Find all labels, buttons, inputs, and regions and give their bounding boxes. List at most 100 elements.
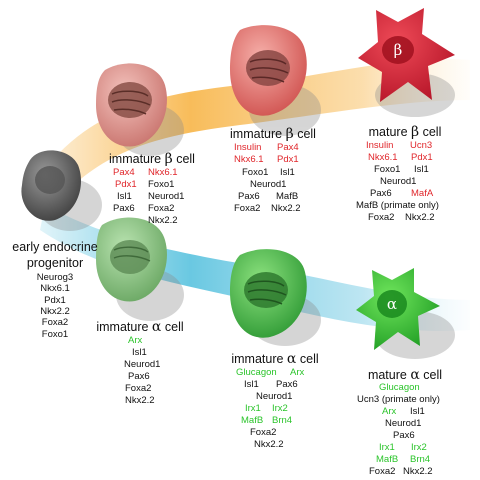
gene-label-foxo1: Foxo1 xyxy=(242,167,269,178)
gene-label-mafb: MafB xyxy=(276,191,299,202)
gene-label-nkx6-1: Nkx6.1 xyxy=(234,154,264,165)
gene-label-irx2: Irx2 xyxy=(272,403,288,414)
immature-beta-cell-1 xyxy=(96,63,167,147)
gene-label-pax6: Pax6 xyxy=(128,371,150,382)
gene-label-foxa2: Foxa2 xyxy=(250,427,277,438)
gene-label-neurod1: Neurod1 xyxy=(124,359,161,370)
gene-label-nkx2-2: Nkx2.2 xyxy=(405,212,435,223)
beta-greek: β xyxy=(164,151,173,167)
gene-label-insulin: Insulin xyxy=(234,142,262,153)
gene-label-nkx2-2: Nkx2.2 xyxy=(271,203,301,214)
title-suffix: cell xyxy=(297,127,316,141)
progenitor-title-line1: early endocrine xyxy=(12,240,98,254)
progenitor-gene: Pdx1 xyxy=(44,294,66,306)
title-word: mature xyxy=(368,125,408,139)
title-word: immature xyxy=(109,152,162,166)
mature-beta-title: mature β cell xyxy=(355,125,455,139)
title-suffix: cell xyxy=(423,368,443,382)
gene-label-arx: Arx xyxy=(382,406,397,417)
gene-label-irx1: Irx1 xyxy=(245,403,261,414)
gene-label-mafa: MafA xyxy=(411,188,434,199)
alpha-greek: α xyxy=(410,367,420,383)
immature-beta-2-title: immature β cell xyxy=(218,127,328,141)
gene-label-foxa2: Foxa2 xyxy=(148,203,175,214)
gene-label-foxa2: Foxa2 xyxy=(234,203,261,214)
mature-beta-cell xyxy=(358,8,455,102)
gene-label-ucn3: Ucn3 xyxy=(410,140,433,151)
title-suffix: cell xyxy=(422,125,442,139)
gene-label-foxo1: Foxo1 xyxy=(148,179,175,190)
beta-greek: β xyxy=(285,126,294,142)
gene-label-nkx2-2: Nkx2.2 xyxy=(148,215,178,226)
gene-label-brn4: Brn4 xyxy=(410,454,431,465)
beta-greek: β xyxy=(411,124,420,140)
progenitor-gene: Nkx6.1 xyxy=(40,283,70,295)
gene-label-brn4: Brn4 xyxy=(272,415,293,426)
title-word: immature xyxy=(231,352,284,366)
progenitor-gene: Nkx2.2 xyxy=(40,305,70,317)
gene-label-foxa2: Foxa2 xyxy=(125,383,152,394)
gene-label-neurod1: Neurod1 xyxy=(385,418,422,429)
gene-label-arx: Arx xyxy=(290,367,305,378)
gene-label-mafb: MafB xyxy=(376,454,399,465)
mature-beta-symbol: β xyxy=(393,41,403,59)
gene-label-isl1: Isl1 xyxy=(117,191,132,202)
title-suffix: cell xyxy=(164,320,184,334)
gene-label-arx: Arx xyxy=(128,335,143,346)
gene-label-pax4: Pax4 xyxy=(113,167,135,178)
gene-label-nkx2-2: Nkx2.2 xyxy=(403,466,433,477)
gene-label-ucn3-primate-only-: Ucn3 (primate only) xyxy=(357,394,440,405)
gene-label-pax6: Pax6 xyxy=(370,188,392,199)
gene-label-irx2: Irx2 xyxy=(411,442,427,453)
gene-label-glucagon: Glucagon xyxy=(379,382,420,393)
gene-label-pax6: Pax6 xyxy=(393,430,415,441)
title-suffix: cell xyxy=(176,152,195,166)
progenitor-gene: Foxa2 xyxy=(41,317,69,329)
progenitor-gene: Foxo1 xyxy=(41,328,69,340)
progenitor-cell xyxy=(21,150,82,221)
alpha-greek: α xyxy=(286,351,297,367)
title-word: immature xyxy=(96,320,149,334)
gene-label-foxa2: Foxa2 xyxy=(368,212,395,223)
gene-label-isl1: Isl1 xyxy=(414,164,429,175)
gene-label-insulin: Insulin xyxy=(366,140,394,151)
gene-label-nkx6-1: Nkx6.1 xyxy=(148,167,178,178)
gene-label-foxa2: Foxa2 xyxy=(369,466,396,477)
gene-label-neurod1: Neurod1 xyxy=(250,179,287,190)
gene-label-isl1: Isl1 xyxy=(280,167,295,178)
beta-stream xyxy=(40,59,470,205)
gene-label-glucagon: Glucagon xyxy=(236,367,277,378)
immature-alpha-1-title: immature α cell xyxy=(85,320,195,334)
gene-label-isl1: Isl1 xyxy=(410,406,425,417)
gene-label-pdx1: Pdx1 xyxy=(277,154,299,165)
gene-label-mafb-primate-only-: MafB (primate only) xyxy=(356,200,439,211)
gene-label-mafb: MafB xyxy=(241,415,264,426)
gene-label-isl1: Isl1 xyxy=(244,379,259,390)
immature-alpha-2-title: immature α cell xyxy=(220,352,330,366)
mature-alpha-symbol: α xyxy=(386,295,398,313)
mature-alpha-cell xyxy=(356,268,440,350)
gene-label-nkx2-2: Nkx2.2 xyxy=(254,439,284,450)
gene-label-neurod1: Neurod1 xyxy=(148,191,185,202)
gene-label-nkx2-2: Nkx2.2 xyxy=(125,395,155,406)
gene-label-pdx1: Pdx1 xyxy=(115,179,137,190)
gene-label-pax6: Pax6 xyxy=(113,203,135,214)
gene-label-irx1: Irx1 xyxy=(379,442,395,453)
gene-label-pax4: Pax4 xyxy=(277,142,299,153)
title-suffix: cell xyxy=(299,352,319,366)
gene-label-foxo1: Foxo1 xyxy=(374,164,401,175)
gene-label-pax6: Pax6 xyxy=(238,191,260,202)
gene-label-neurod1: Neurod1 xyxy=(380,176,417,187)
alpha-greek: α xyxy=(151,319,162,335)
title-word: immature xyxy=(230,127,283,141)
gene-label-pdx1: Pdx1 xyxy=(411,152,433,163)
gene-label-pax6: Pax6 xyxy=(276,379,298,390)
mature-alpha-title: mature α cell xyxy=(355,368,455,382)
title-word: mature xyxy=(367,368,407,382)
gene-label-isl1: Isl1 xyxy=(132,347,147,358)
immature-beta-1-title: immature β cell xyxy=(97,152,207,166)
gene-label-nkx6-1: Nkx6.1 xyxy=(368,152,398,163)
immature-alpha-cell-2 xyxy=(230,249,307,338)
